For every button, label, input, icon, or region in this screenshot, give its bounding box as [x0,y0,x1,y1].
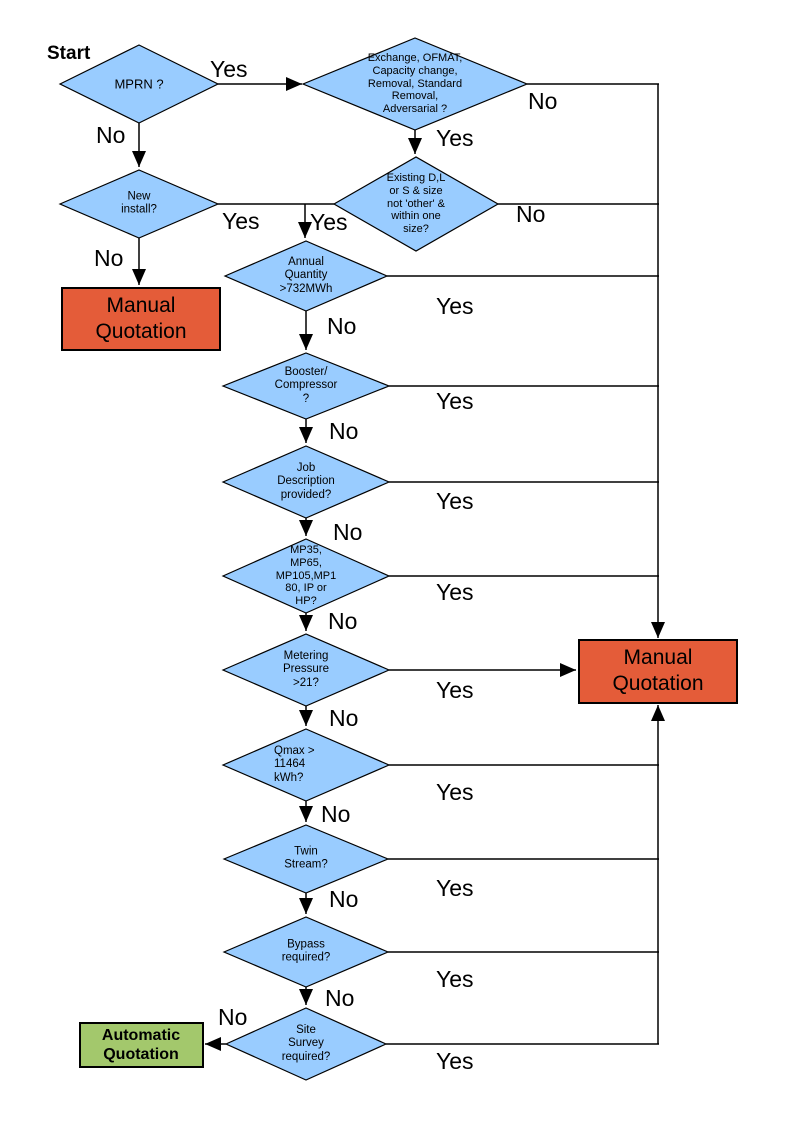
decision-booster-compressor-label: Booster/ Compressor ? [274,366,338,405]
decision-meter-type [221,538,391,614]
manual-quotation-right-label: Manual Quotation [612,645,704,695]
decision-annual-quantity-label: Annual Quantity >732MWh [279,256,333,295]
automatic-quotation-label: Automatic Quotation [101,1026,181,1063]
decision-meter-type-label: MP35, MP65, MP105,MP1 80, IP or HP? [275,544,337,608]
decision-job-type [301,37,529,131]
decision-new-install-label: New install? [121,190,157,216]
label-new-install-no: No [94,245,124,271]
decision-mprn-label: MPRN ? [114,76,164,92]
label-annual-no: No [327,313,357,339]
label-job-type-yes: Yes [436,125,474,151]
label-job-description-yes: Yes [436,488,474,514]
label-pressure-yes: Yes [436,677,474,703]
decision-site-survey-label: Site Survey required? [281,1024,331,1063]
label-survey-yes: Yes [436,1048,474,1074]
decision-metering-pressure [221,633,391,707]
label-qmax-no: No [321,801,351,827]
decision-bypass-label: Bypass required? [281,938,331,964]
decision-job-description-label: Job Description provided? [277,462,335,501]
label-bypass-yes: Yes [436,966,474,992]
manual-quotation-box-right [578,639,738,704]
label-meter-type-yes: Yes [436,579,474,605]
label-mprn-no: No [96,122,126,148]
label-pressure-no: No [329,705,359,731]
label-booster-no: No [329,418,359,444]
label-new-install-yes: Yes [222,208,260,234]
start-label: Start [47,43,91,64]
label-job-description-no: No [333,519,363,545]
label-twin-yes: Yes [436,875,474,901]
label-existing-size-no: No [516,201,546,227]
label-twin-no: No [329,886,359,912]
label-mprn-yes: Yes [210,56,248,82]
manual-quotation-left-label: Manual Quotation [95,293,187,343]
label-job-type-no: No [528,88,558,114]
label-qmax-yes: Yes [436,779,474,805]
label-bypass-no: No [325,985,355,1011]
label-booster-yes: Yes [436,388,474,414]
decision-existing-size [332,156,500,252]
decision-new-install [58,169,220,239]
decision-job-description [221,445,391,519]
label-meter-type-no: No [328,608,358,634]
decision-booster-compressor [221,352,391,420]
decision-bypass [222,916,390,988]
decision-site-survey [224,1007,388,1081]
decision-twin-stream [222,824,390,894]
decision-qmax-label: Qmax > 11464 kWh? [274,745,315,784]
decision-metering-pressure-label: Metering Pressure >21? [282,650,330,689]
decision-annual-quantity [223,240,389,312]
label-annual-yes: Yes [436,293,474,319]
decision-mprn [58,44,220,124]
decision-twin-stream-label: Twin Stream? [284,845,328,871]
decision-job-type-label: Exchange, OFMAT, Capacity change, Remova… [367,52,463,116]
label-existing-size-yes: Yes [310,209,348,235]
automatic-quotation-box [79,1022,204,1068]
decision-qmax [221,728,391,802]
decision-existing-size-label: Existing D,L or S & size not 'other' & w… [386,172,446,236]
manual-quotation-box-left [61,287,221,351]
label-survey-no: No [218,1004,248,1030]
